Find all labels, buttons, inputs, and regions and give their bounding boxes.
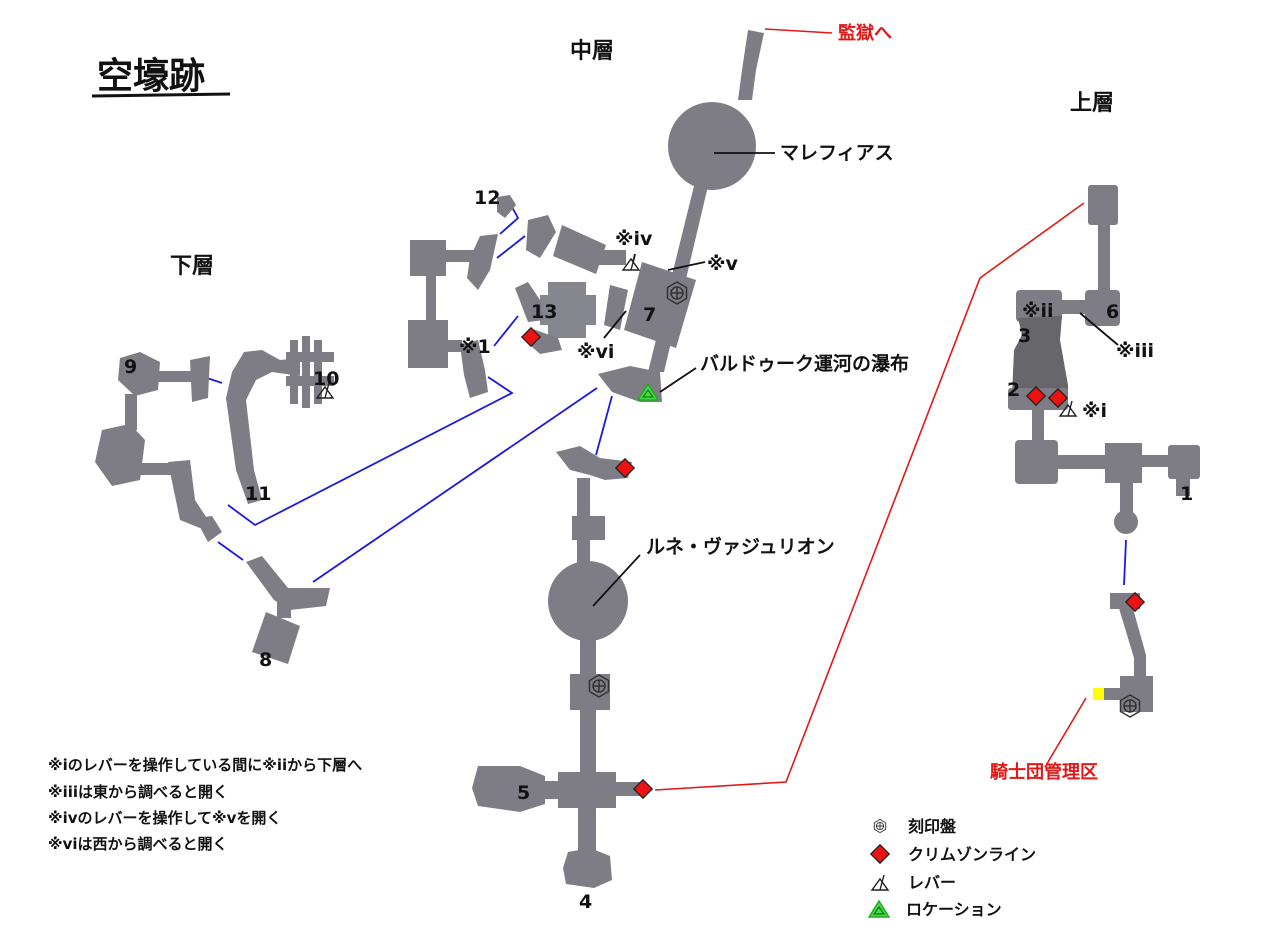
legend-label: ロケーション xyxy=(906,900,1002,919)
legend: 刻印盤 クリムゾンライン レバー ロケーション xyxy=(868,817,1036,919)
point-number: 12 xyxy=(474,187,500,209)
point-number: 7 xyxy=(643,304,656,326)
yellow-exit-marker xyxy=(1093,688,1104,700)
map-title: 空壕跡 xyxy=(91,55,231,98)
point-number: 11 xyxy=(245,483,271,505)
mark-v: ※v xyxy=(707,253,738,275)
mark-vi: ※vi xyxy=(577,341,614,363)
layer-label-middle: 中層 xyxy=(570,39,614,64)
point-number: 9 xyxy=(124,356,137,378)
upper-layer-rooms xyxy=(1008,185,1200,712)
legend-label: クリムゾンライン xyxy=(908,845,1036,864)
layer-label-lower: 下層 xyxy=(170,254,214,279)
exit-prison[interactable]: 監獄へ xyxy=(838,22,892,44)
mark-iv: ※iv xyxy=(615,228,653,250)
point-number: 8 xyxy=(259,649,272,671)
lever-icon xyxy=(871,874,889,891)
blue-connectors xyxy=(206,206,1127,586)
mark-iii: ※iii xyxy=(1116,340,1154,362)
south-corridor-rooms xyxy=(472,446,641,888)
legend-label: 刻印盤 xyxy=(908,817,957,836)
legend-label: レバー xyxy=(908,873,956,892)
point-number: 6 xyxy=(1106,301,1119,323)
svg-text:空壕跡: 空壕跡 xyxy=(97,55,205,97)
note-line: ※ivのレバーを操作して※vを開く xyxy=(48,809,281,827)
point-number: 2 xyxy=(1007,379,1020,401)
mark-i: ※i xyxy=(1082,400,1107,422)
point-number: 4 xyxy=(579,891,592,913)
mark-ii: ※ii xyxy=(1022,300,1054,322)
point-number: 3 xyxy=(1018,325,1031,347)
seal-icon xyxy=(873,818,887,834)
place-balduk: バルドゥーク運河の瀑布 xyxy=(700,352,909,375)
note-line: ※iiiは東から調べると開く xyxy=(48,783,228,801)
exit-knights[interactable]: 騎士団管理区 xyxy=(990,761,1098,783)
lower-layer-rooms xyxy=(95,336,334,664)
point-number: 10 xyxy=(313,368,339,390)
notes: ※iのレバーを操作している間に※iiから下層へ ※iiiは東から調べると開く ※… xyxy=(48,756,362,853)
point-number: 1 xyxy=(1180,483,1193,505)
red-exit-lines xyxy=(654,28,1087,791)
point-number: 5 xyxy=(517,782,530,804)
crimson-line-icon xyxy=(870,844,890,864)
location-icon xyxy=(868,900,890,918)
note-line: ※iのレバーを操作している間に※iiから下層へ xyxy=(48,756,362,774)
point-number: 13 xyxy=(531,301,557,323)
layer-label-upper: 上層 xyxy=(1070,91,1114,116)
note-line: ※viは西から調べると開く xyxy=(48,835,228,853)
place-rune: ルネ・ヴァジュリオン xyxy=(646,535,835,558)
place-malefias: マレフィアス xyxy=(780,142,894,164)
mark-1: ※1 xyxy=(459,336,491,358)
